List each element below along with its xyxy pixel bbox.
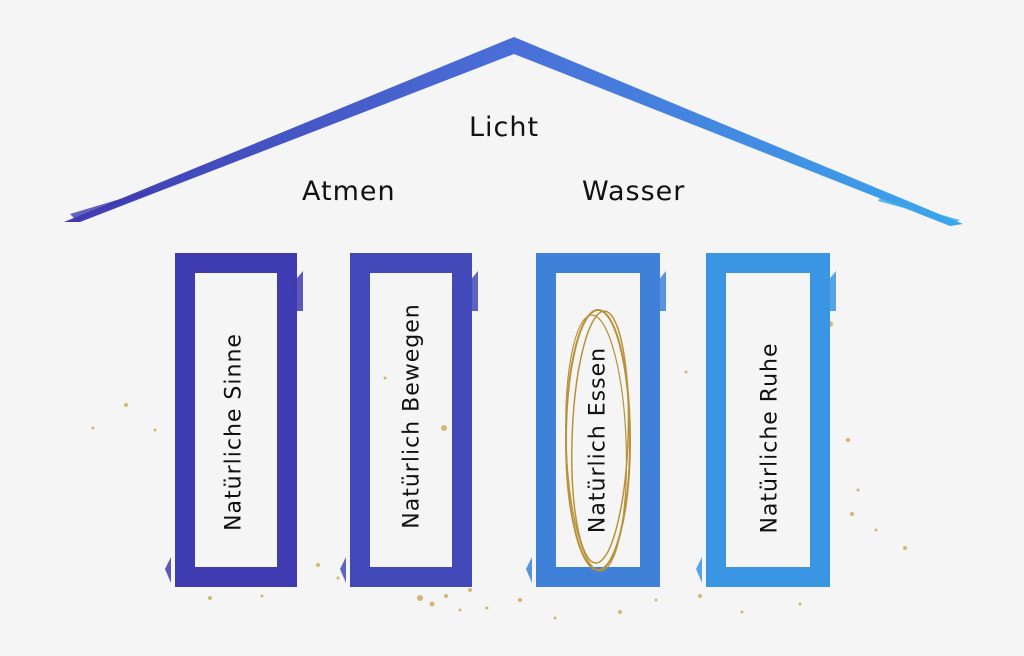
pillar-frame xyxy=(350,253,472,587)
pillar-label-3: Natürlich Essen xyxy=(585,346,611,534)
pillar-label-2: Natürlich Bewegen xyxy=(399,303,425,529)
roof-right-label: Wasser xyxy=(582,176,686,207)
pillar-3 xyxy=(526,253,666,587)
pillar-frame xyxy=(536,253,660,587)
pillar-1 xyxy=(165,253,303,587)
pillar-frame xyxy=(706,253,830,587)
pillar-4 xyxy=(696,253,836,587)
roof-left-label: Atmen xyxy=(302,176,396,207)
pillar-label-4: Natürliche Ruhe xyxy=(757,342,783,534)
roof-brush-streak-left xyxy=(70,190,152,218)
splatter-dots xyxy=(91,321,907,620)
roof-top-label: Licht xyxy=(469,112,540,143)
pillar-2 xyxy=(340,253,478,587)
roof-brush-streak-right xyxy=(878,198,960,222)
pillar-frame xyxy=(175,253,297,587)
highlight-ring xyxy=(565,309,631,572)
pillar-label-1: Natürliche Sinne xyxy=(221,333,247,531)
